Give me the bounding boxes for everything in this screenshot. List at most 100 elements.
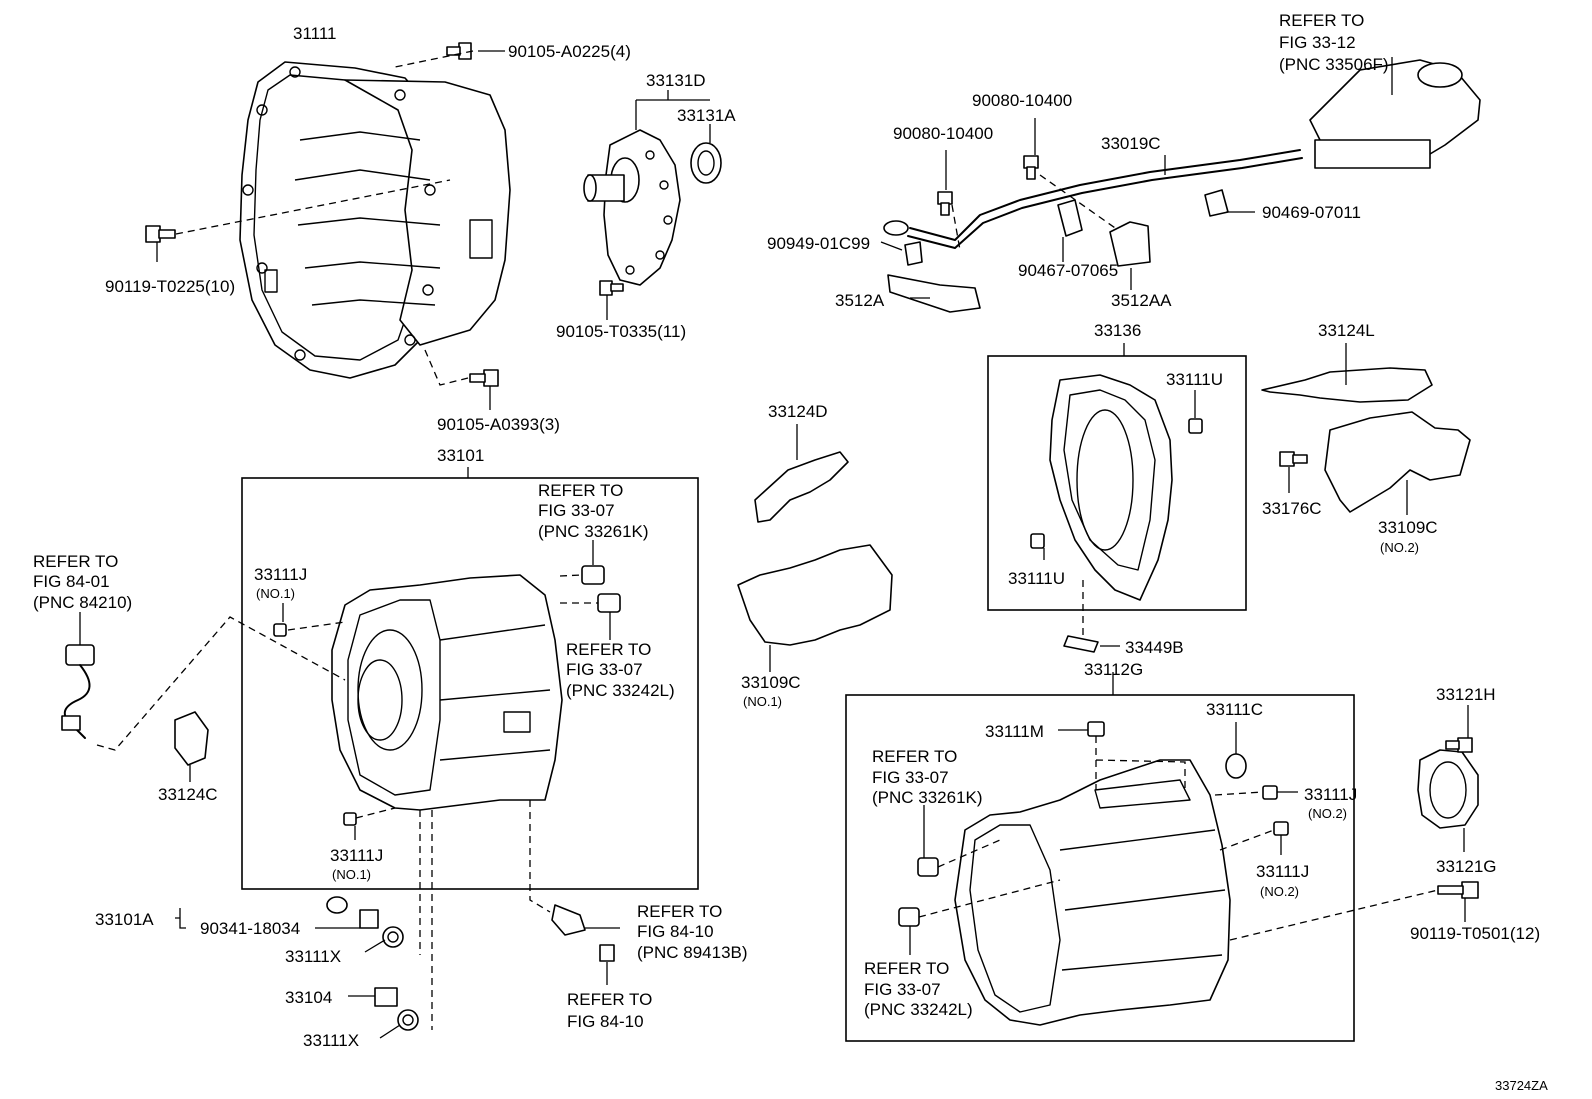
bolt-33176c [1279, 451, 1308, 467]
ref-fig33-07-b-l3: (PNC 33242L) [566, 681, 675, 700]
gasket-33449b [1063, 635, 1099, 653]
label-90105-t0335: 90105-T0335(11) [556, 322, 686, 341]
ref-fig84-01-l3: (PNC 84210) [33, 593, 132, 612]
extension-housing-ref [1309, 59, 1481, 169]
label-33019c: 33019C [1101, 134, 1161, 153]
box-33101 [241, 477, 699, 890]
ref-fig84-10-b-l2: FIG 84-10 [567, 1012, 644, 1031]
figure-code: 33724ZA [1495, 1078, 1548, 1093]
ref-fig33-07-d-l1: REFER TO [864, 959, 949, 978]
clip-90949 [904, 241, 923, 266]
label-33131d: 33131D [646, 71, 706, 90]
label-33112g: 33112G [1084, 660, 1143, 679]
box-33112g [845, 694, 1355, 1042]
ref-fig33-07-c-l1: REFER TO [872, 747, 957, 766]
dowel-33111j-b [343, 812, 357, 826]
label-33121g: 33121G [1436, 857, 1497, 876]
ref-fig84-10-a-l1: REFER TO [637, 902, 722, 921]
ref-fig33-12-l2: FIG 33-12 [1279, 33, 1356, 52]
label-33124c: 33124C [158, 785, 218, 804]
cover-33124d [754, 451, 849, 523]
ref-fig84-10-a-l3: (PNC 89413B) [637, 943, 748, 962]
label-33109c-no2: 33109C [1378, 518, 1438, 537]
plug-33111m [1087, 721, 1105, 737]
pin-33261k-b [917, 857, 939, 877]
label-33111j-d-sub: (NO.2) [1260, 884, 1299, 899]
ref-fig33-07-a-l2: FIG 33-07 [538, 501, 615, 520]
pin-33111u-bot [1030, 533, 1045, 549]
cover-33121g [1417, 749, 1479, 829]
bolt-90119-t0225 [145, 225, 176, 243]
bolt-33121h [1445, 737, 1473, 753]
sensor-ref-84-10 [551, 904, 615, 962]
label-33111u-top: 33111U [1166, 370, 1223, 389]
ref-fig33-07-d-l2: FIG 33-07 [864, 980, 941, 999]
label-33124l: 33124L [1318, 321, 1375, 340]
shift-rod-33019c [883, 149, 1303, 249]
label-33111j-b-sub: (NO.1) [332, 867, 371, 882]
label-33136: 33136 [1094, 321, 1141, 340]
bolt-90080-a [937, 191, 953, 216]
label-33111j-d: 33111J [1256, 862, 1309, 881]
plug-33111c [1225, 753, 1247, 779]
bolt-90080-b [1023, 155, 1039, 180]
label-3512a: 3512A [835, 291, 885, 310]
label-90119-t0501: 90119-T0501(12) [1410, 924, 1540, 943]
plug-33104 [374, 987, 398, 1007]
label-33111j-b: 33111J [330, 846, 383, 865]
label-33101: 33101 [437, 446, 484, 465]
pin-33261k-a [581, 565, 605, 585]
cover-33109c-no1 [737, 544, 893, 646]
label-33111c: 33111C [1206, 700, 1263, 719]
ref-fig33-07-d-l3: (PNC 33242L) [864, 1000, 973, 1019]
transmission-case-33101 [331, 574, 563, 811]
ref-fig33-07-b-l1: REFER TO [566, 640, 651, 659]
bracket-3512a [887, 274, 981, 313]
label-90080-10400-top: 90080-10400 [972, 91, 1072, 110]
label-90105-a0225: 90105-A0225(4) [508, 42, 631, 61]
label-33111x-b: 33111X [303, 1031, 359, 1050]
label-33111j-c: 33111J [1304, 785, 1357, 804]
pin-33242l-a [597, 593, 621, 613]
label-90469-07011: 90469-07011 [1262, 203, 1361, 222]
label-90105-a0393: 90105-A0393(3) [437, 415, 560, 434]
ref-fig84-01-l2: FIG 84-01 [33, 572, 110, 591]
ref-fig33-07-c-l3: (PNC 33261K) [872, 788, 983, 807]
label-31111: 31111 [293, 24, 337, 43]
label-33111j-a: 33111J [254, 565, 307, 584]
bolt-90105-t0335 [599, 280, 624, 296]
dowel-33111j-d [1273, 821, 1289, 836]
clip-90469 [1204, 189, 1229, 217]
label-90080-10400-mid: 90080-10400 [893, 124, 993, 143]
dowel-33111j-a [273, 623, 287, 637]
label-33109c-no2-sub: (NO.2) [1380, 540, 1419, 555]
label-90119-t0225: 90119-T0225(10) [105, 277, 235, 296]
bolt-90105-a0393 [469, 369, 499, 387]
speed-sensor-ref [61, 644, 95, 739]
ref-fig33-07-c-l2: FIG 33-07 [872, 768, 949, 787]
label-33111m: 33111M [985, 722, 1044, 741]
gasket-33111x-b [397, 1009, 419, 1031]
ref-fig84-01-l1: REFER TO [33, 552, 118, 571]
ref-fig84-10-b-l1: REFER TO [567, 990, 652, 1009]
label-90949-01c99: 90949-01C99 [767, 234, 870, 253]
clip-90467 [1057, 199, 1083, 237]
label-33104: 33104 [285, 988, 332, 1007]
box-33136 [987, 355, 1247, 611]
washer-90341 [326, 896, 348, 914]
ref-fig33-07-a-l1: REFER TO [538, 481, 623, 500]
bolt-90105-a0225 [446, 42, 472, 60]
label-33121h: 33121H [1436, 685, 1496, 704]
ref-fig33-12-l1: REFER TO [1279, 11, 1364, 30]
dowel-33111j-c [1262, 785, 1278, 800]
pin-33111u-top [1188, 418, 1203, 434]
clutch-housing-31111 [239, 61, 511, 379]
label-33111j-a-sub: (NO.1) [256, 586, 295, 601]
label-90341-18034: 90341-18034 [200, 919, 300, 938]
label-33176c: 33176C [1262, 499, 1322, 518]
bracket-3512aa [1109, 221, 1151, 267]
cover-33124c [174, 711, 209, 766]
label-33131a: 33131A [677, 106, 736, 125]
label-33101a: 33101A [95, 910, 154, 929]
